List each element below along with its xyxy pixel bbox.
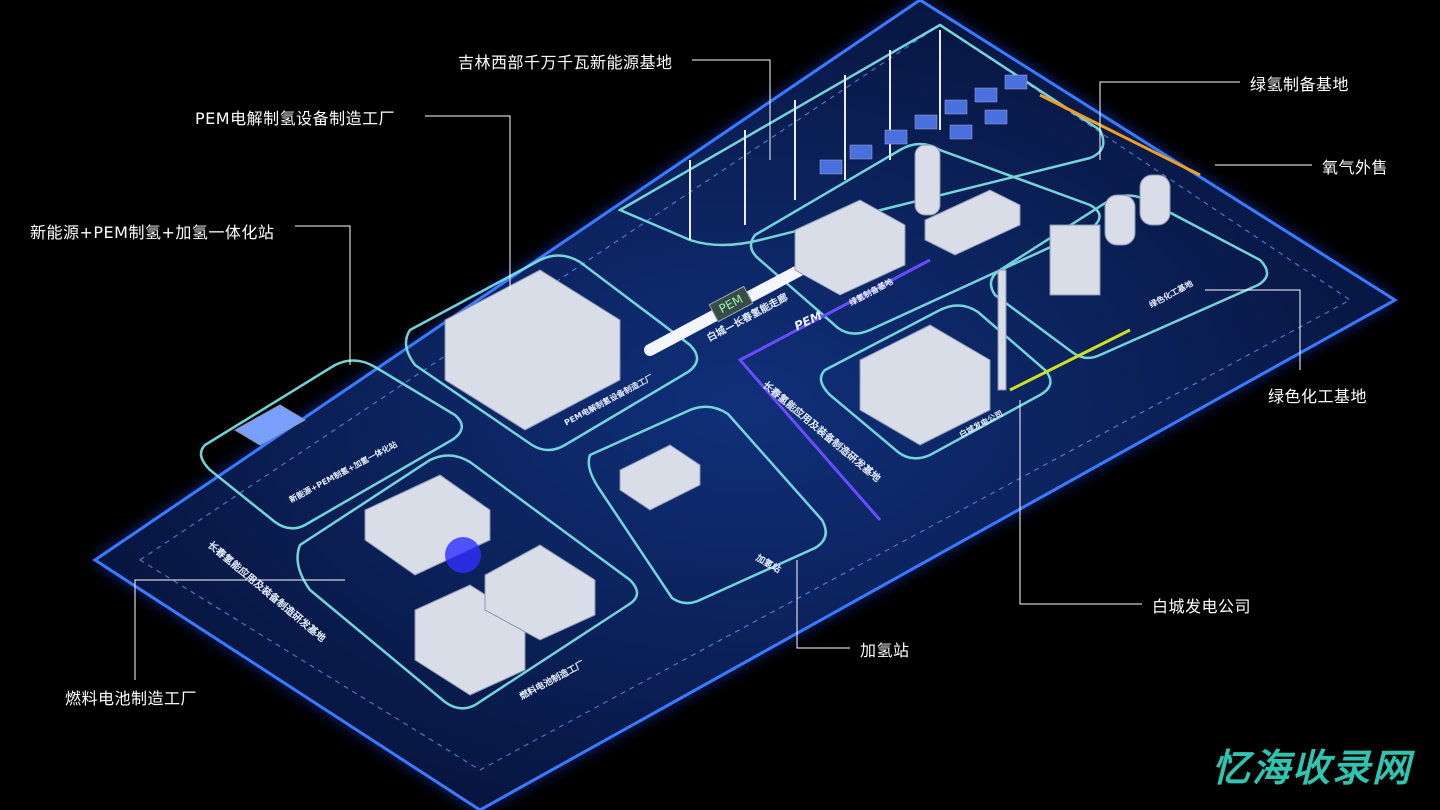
zone-integrated-station [199, 359, 463, 530]
hydrogen-plant-hall [924, 189, 1021, 256]
leader-pem-factory [425, 115, 511, 290]
power-plant-building [859, 324, 991, 446]
chimney [997, 269, 1007, 391]
pem-factory-building [444, 269, 621, 431]
wind-turbines [689, 30, 941, 240]
hydrogen-plant-building [794, 199, 906, 296]
callout-fuel-cell-factory: 燃料电池制造工厂 [65, 689, 198, 708]
callout-pem-factory: PEM电解制氢设备制造工厂 [195, 109, 396, 128]
solar-panels [819, 74, 1028, 175]
leader-green-chemical [1205, 289, 1301, 370]
leader-integrated [295, 225, 351, 365]
cooling-tower-3 [1104, 194, 1136, 246]
zone-baicheng-power [819, 304, 1052, 460]
leader-refueling [796, 560, 850, 649]
callout-green-hydrogen-base: 绿氢制备基地 [1250, 75, 1350, 94]
watermark: 忆海收录网 [1211, 746, 1412, 790]
central-plaza [445, 537, 481, 573]
zone-green-chemical [989, 194, 1269, 360]
fuel-cell-warehouse [484, 544, 596, 641]
callout-refueling-station: 加氢站 [860, 641, 910, 660]
zone-refueling [587, 405, 827, 605]
integrated-station-solar [234, 404, 306, 446]
callout-green-chemical-base: 绿色化工基地 [1268, 387, 1368, 406]
callout-renewable-base: 吉林西部千万千瓦新能源基地 [458, 53, 673, 72]
cooling-tower-1 [914, 144, 941, 216]
callout-baicheng-power: 白城发电公司 [1152, 597, 1252, 616]
cooling-tower-2 [1139, 174, 1171, 226]
leader-baicheng [1019, 400, 1142, 605]
zone-pem-factory [404, 254, 699, 452]
leader-green-hydrogen [1099, 81, 1240, 160]
refueling-canopy [619, 444, 701, 511]
callout-integrated-station: 新能源+PEM制氢+加氢一体化站 [30, 223, 275, 242]
leader-fuel-cell [134, 579, 345, 680]
callout-oxygen-sales: 氧气外售 [1322, 158, 1389, 177]
leader-renewable [692, 59, 771, 160]
pem-line [737, 258, 931, 521]
chemical-tanks [1049, 224, 1101, 296]
